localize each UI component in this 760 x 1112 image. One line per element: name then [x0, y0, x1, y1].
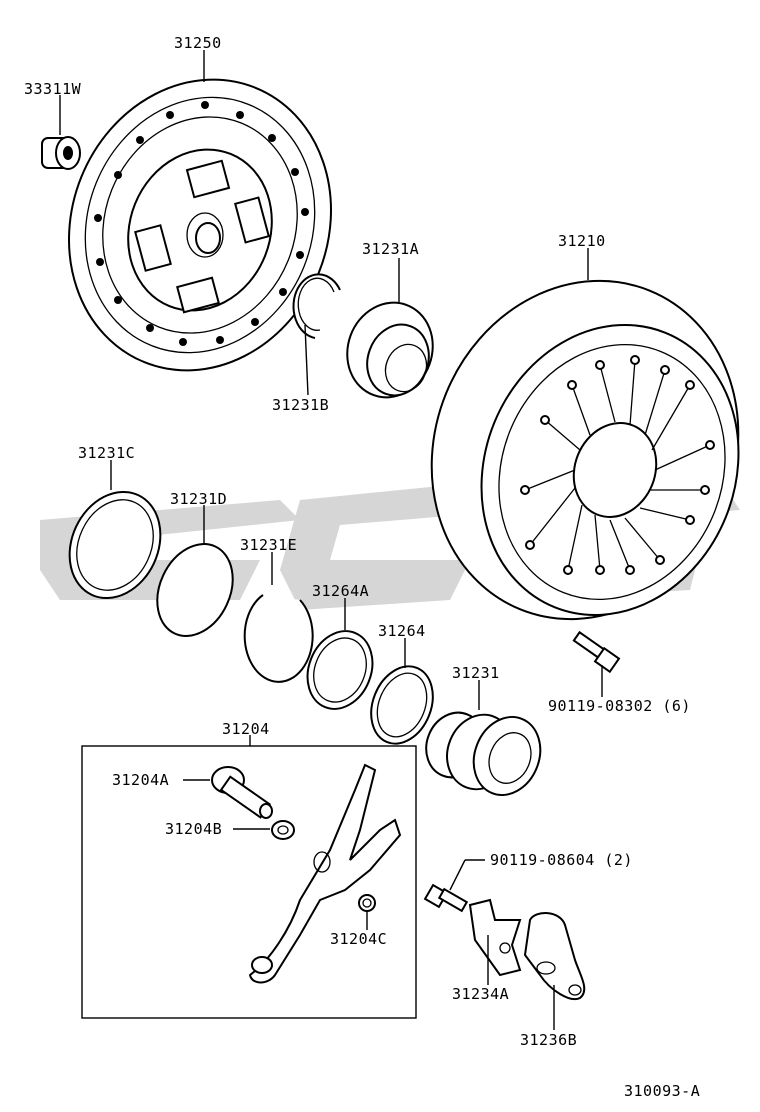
label-33311w: 33311W	[24, 80, 82, 98]
collar-31231a	[346, 301, 434, 399]
label-31234a: 31234A	[452, 985, 509, 1003]
clutch-disc-31250	[68, 78, 332, 372]
snap-ring-31231e	[243, 594, 314, 683]
label-90119-08604: 90119-08604 (2)	[490, 851, 633, 869]
label-31204: 31204	[222, 720, 270, 738]
snap-ring-31231b	[292, 273, 341, 339]
label-31204b: 31204B	[165, 820, 222, 838]
label-31204a: 31204A	[112, 771, 169, 789]
bolt-90119-08604	[423, 883, 469, 913]
washer-31204b	[271, 820, 295, 840]
label-31231d: 31231D	[170, 490, 227, 508]
label-31264: 31264	[378, 622, 426, 640]
label-31231c: 31231C	[78, 444, 135, 462]
washer-31264	[370, 665, 434, 745]
leader-lines	[59, 50, 603, 1030]
diagram-code: 310093-A	[624, 1082, 700, 1100]
nut-31204c	[358, 894, 376, 912]
pilot-bearing-33311w	[41, 136, 81, 170]
release-bearing-31231	[425, 711, 542, 796]
bracket-31234a	[468, 898, 522, 977]
label-31204c: 31204C	[330, 930, 387, 948]
label-31231: 31231	[452, 664, 500, 682]
label-31264a: 31264A	[312, 582, 369, 600]
bolt-90119-08302	[572, 630, 621, 674]
label-31231a: 31231A	[362, 240, 419, 258]
label-31250: 31250	[174, 34, 222, 52]
label-31231e: 31231E	[240, 536, 297, 554]
ring-31231d	[156, 543, 234, 637]
label-31231b: 31231B	[272, 396, 329, 414]
pivot-pin-31204a	[211, 766, 273, 819]
label-31236b: 31236B	[520, 1031, 577, 1049]
washer-31264a	[306, 630, 374, 710]
release-fork-31204	[248, 763, 402, 984]
seal-31231c	[68, 490, 162, 600]
fork-assembly-frame	[81, 745, 417, 1019]
bracket-31236b	[523, 912, 586, 1001]
label-90119-08302: 90119-08302 (6)	[548, 697, 691, 715]
label-31210: 31210	[558, 232, 606, 250]
clutch-cover-31210	[430, 279, 740, 621]
